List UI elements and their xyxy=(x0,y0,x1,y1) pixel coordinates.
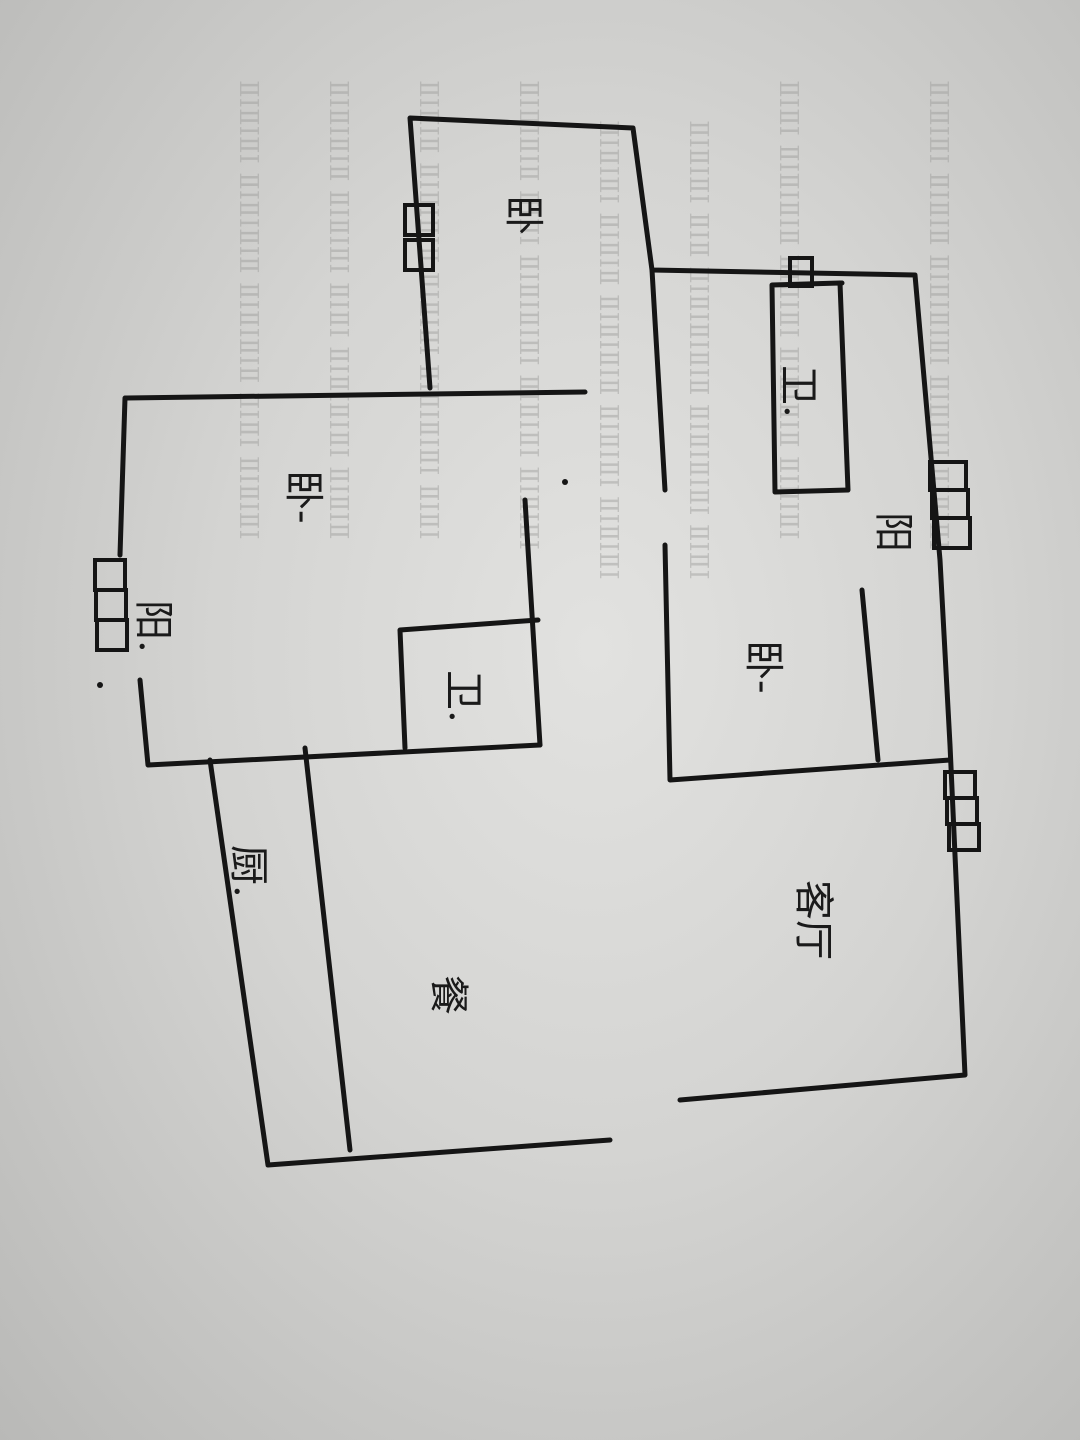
svg-text:ⅡⅠⅡⅠⅡⅠ ⅡⅠⅡⅠⅡ ⅡⅠⅡⅠⅡⅠⅡ ⅡⅠⅡⅠⅡⅠ ⅡⅠ: ⅡⅠⅡⅠⅡⅠ ⅡⅠⅡⅠⅡ ⅡⅠⅡⅠⅡⅠⅡ ⅡⅠⅡⅠⅡⅠ ⅡⅠⅡⅠⅡⅠ xyxy=(593,120,623,580)
window-left-balcony xyxy=(93,558,129,652)
label-bathroom-right: 卫. xyxy=(775,365,821,418)
room-labels: 卧 卫. 阳 卧- 客厅 卧- 阳. 卫. 厨. 餐 xyxy=(130,195,916,1015)
svg-text:ⅡⅠⅡⅠⅡ ⅡⅠⅡⅠⅡⅠⅡ ⅡⅠⅡⅠⅡⅠ ⅡⅠⅡⅠⅡⅠⅡⅠ: ⅡⅠⅡⅠⅡ ⅡⅠⅡⅠⅡⅠⅡ ⅡⅠⅡⅠⅡⅠ ⅡⅠⅡⅠⅡⅠⅡⅠ ⅡⅠⅡⅠ xyxy=(413,80,443,540)
label-balcony-left: 阳. xyxy=(130,600,176,653)
wall-bedroom-right-left xyxy=(649,267,668,493)
label-bedroom-left: 卧- xyxy=(280,470,326,524)
wall-bathroom-right xyxy=(769,280,851,495)
svg-text:ⅡⅠⅡⅠⅡⅠ ⅡⅠⅡⅠⅡⅠⅡ ⅡⅠⅡⅠⅡⅠⅡ ⅡⅠⅡⅠ ⅡⅠ: ⅡⅠⅡⅠⅡⅠ ⅡⅠⅡⅠⅡⅠⅡ ⅡⅠⅡⅠⅡⅠⅡ ⅡⅠⅡⅠ ⅡⅠⅡⅠⅡⅠ xyxy=(233,80,263,540)
dot-mark xyxy=(562,479,568,485)
wall-left-bottom xyxy=(137,677,543,768)
door-mark xyxy=(788,256,814,288)
wall-kitchen-inner xyxy=(302,745,353,1153)
dot-mark xyxy=(97,682,103,688)
wall-bedroom-right-bottom xyxy=(662,542,953,783)
label-kitchen: 厨. xyxy=(225,845,271,898)
label-bedroom-top: 卧 xyxy=(500,195,546,235)
label-living-room: 客厅 xyxy=(790,880,836,960)
label-bedroom-right: 卧- xyxy=(740,640,786,694)
svg-text:ⅡⅠⅡⅠⅡⅠⅡ ⅡⅠⅡⅠⅡⅠ ⅡⅠⅡⅠ ⅡⅠⅡⅠⅡⅠⅡⅠ Ⅱ: ⅡⅠⅡⅠⅡⅠⅡ ⅡⅠⅡⅠⅡⅠ ⅡⅠⅡⅠ ⅡⅠⅡⅠⅡⅠⅡⅠ ⅡⅠⅡⅠⅡ xyxy=(323,80,353,540)
window-living xyxy=(943,770,981,852)
window-top xyxy=(403,203,435,272)
label-dining: 餐 xyxy=(425,975,471,1015)
windows xyxy=(93,203,981,852)
svg-text:ⅡⅠⅡⅠⅡⅠ ⅡⅠⅡ ⅡⅠⅡⅠⅡⅠⅡⅠⅡ ⅡⅠⅡⅠⅡⅠⅡⅠ: ⅡⅠⅡⅠⅡⅠ ⅡⅠⅡ ⅡⅠⅡⅠⅡⅠⅡⅠⅡ ⅡⅠⅡⅠⅡⅠⅡⅠ ⅡⅠⅡⅠ xyxy=(683,120,713,580)
bleed-through-text: ⅡⅠⅡⅠⅡⅠ ⅡⅠⅡ ⅡⅠⅡⅠⅡⅠⅡⅠⅡ ⅡⅠⅡⅠⅡⅠⅡⅠ ⅡⅠⅡⅠ ⅡⅠⅡⅠⅡ… xyxy=(233,80,953,580)
wall-balcony-divider xyxy=(859,587,881,763)
svg-text:ⅡⅠⅡⅠ ⅡⅠⅡⅠⅡⅠⅡ ⅡⅠⅡⅠⅡⅠ ⅡⅠⅡⅠⅡⅠⅡ ⅡⅠ: ⅡⅠⅡⅠ ⅡⅠⅡⅠⅡⅠⅡ ⅡⅠⅡⅠⅡⅠ ⅡⅠⅡⅠⅡⅠⅡ ⅡⅠⅡⅠⅡⅠ xyxy=(773,80,803,540)
wall-outer-right xyxy=(407,115,968,1103)
svg-text:ⅡⅠⅡⅠⅡⅠⅡ ⅡⅠⅡⅠ ⅡⅠⅡⅠⅡⅠⅡⅠ ⅡⅠⅡⅠⅡⅠ Ⅱ: ⅡⅠⅡⅠⅡⅠⅡ ⅡⅠⅡⅠ ⅡⅠⅡⅠⅡⅠⅡⅠ ⅡⅠⅡⅠⅡⅠ ⅡⅠⅡⅠⅡⅠ xyxy=(513,80,543,550)
label-bathroom-left: 卫. xyxy=(440,670,486,723)
window-right-balcony xyxy=(928,460,972,550)
wall-kitchen-outer xyxy=(207,757,613,1168)
wall-left-block xyxy=(117,389,588,558)
label-balcony-right: 阳 xyxy=(870,512,916,552)
walls xyxy=(97,115,968,1168)
svg-text:ⅡⅠⅡⅠⅡⅠ ⅡⅠⅡⅠⅡ ⅡⅠⅡⅠⅡⅠⅡⅠ ⅡⅠⅡⅠⅡⅠ Ⅱ: ⅡⅠⅡⅠⅡⅠ ⅡⅠⅡⅠⅡ ⅡⅠⅡⅠⅡⅠⅡⅠ ⅡⅠⅡⅠⅡⅠ ⅡⅠⅡⅠⅡⅠ xyxy=(923,80,953,550)
wall-bathroom-left xyxy=(397,617,541,751)
